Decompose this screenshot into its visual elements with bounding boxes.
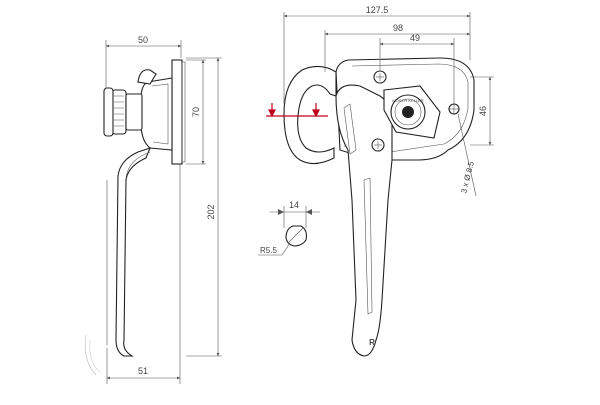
dim-front-total-width: 127.5 <box>366 5 389 15</box>
front-lever <box>335 84 393 357</box>
side-hook-top <box>137 69 157 85</box>
side-view: 50 70 202 51 <box>84 35 222 384</box>
side-spring <box>103 87 143 137</box>
front-hook <box>283 65 337 165</box>
dim-side-width-top: 50 <box>138 35 148 45</box>
side-latch-body <box>140 77 173 151</box>
handle-mark: R <box>369 338 375 347</box>
logo-text: MOSER·KELLER <box>392 98 423 103</box>
dim-detail-width: 14 <box>289 200 299 210</box>
detail-pin <box>285 225 307 247</box>
dim-front-plate-height: 46 <box>478 106 488 116</box>
dim-side-width-bottom: 51 <box>138 366 148 376</box>
side-lever-arm <box>115 147 151 357</box>
dim-side-plate-height: 70 <box>191 107 201 117</box>
dim-front-width-49: 49 <box>410 33 420 43</box>
detail-view: 14 R5.5 <box>258 200 320 256</box>
dim-front-width-98: 98 <box>393 23 403 33</box>
dim-side-total-height: 202 <box>206 204 216 219</box>
dim-detail-radius: R5.5 <box>260 246 277 255</box>
side-plate-face <box>181 61 186 163</box>
side-mounting-plate <box>171 59 183 165</box>
front-view: MOSER·KELLER R 127.5 98 49 <box>266 5 494 357</box>
dim-hole-spec: 3 x Ø 8.5 <box>459 160 476 194</box>
logo-mark <box>402 106 414 118</box>
red-markers <box>266 103 328 118</box>
